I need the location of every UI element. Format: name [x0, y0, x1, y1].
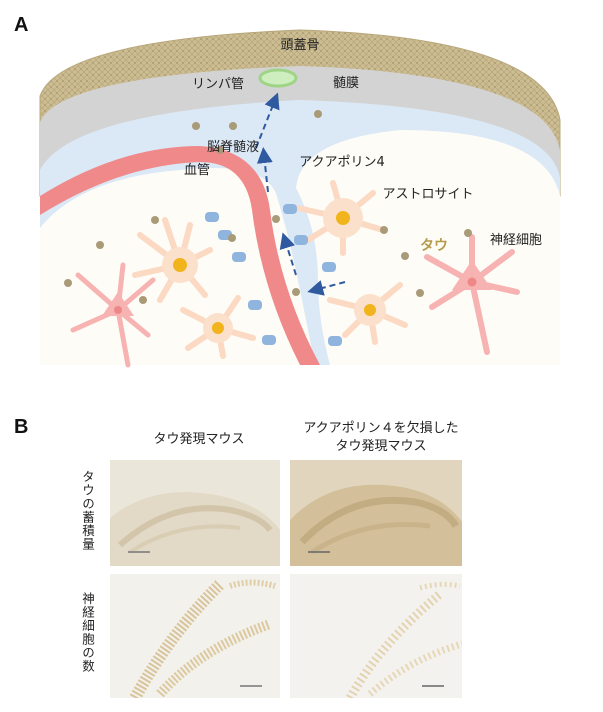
label-neuron: 神経細胞	[490, 233, 542, 248]
micrograph-tau-wt-accumulation	[110, 460, 280, 566]
column-label-aqp4-ko-line2: タウ発現マウス	[335, 439, 427, 454]
row-label-neuron-count: 神経細胞の数	[80, 592, 95, 673]
label-lymph: リンパ管	[192, 77, 244, 92]
label-aqp4: アクアポリン4	[299, 155, 385, 170]
row-label-tau-accumulation: タウの蓄積量	[80, 470, 95, 551]
panel-a-letter: A	[14, 14, 29, 36]
label-skull: 頭蓋骨	[280, 38, 319, 53]
panel-b-letter: B	[14, 416, 29, 438]
lymph-vessel	[258, 68, 298, 88]
label-vessel: 血管	[184, 163, 210, 178]
micrograph-tau-aqp4ko-accumulation	[290, 460, 462, 566]
tau-dots	[64, 110, 472, 304]
label-meninges: 髄膜	[333, 76, 359, 91]
column-label-aqp4-ko: アクアポリン４を欠損した タウ発現マウス	[286, 420, 476, 456]
label-astro: アストロサイト	[382, 187, 473, 202]
astrocytes	[132, 180, 408, 359]
label-tau: タウ	[420, 238, 448, 254]
column-label-aqp4-ko-line1: アクアポリン４を欠損した	[303, 421, 459, 436]
column-label-tau-mouse: タウ発現マウス	[153, 432, 245, 447]
flow-arrows	[255, 92, 346, 296]
blood-vessel	[40, 146, 320, 365]
neurons	[70, 234, 520, 368]
label-csf: 脳脊髄液	[207, 140, 259, 155]
panel-a-diagram: 頭蓋骨 リンパ管 髄膜 脳脊髄液 血管 アクアポリン4 アストロサイト タウ 神…	[39, 29, 561, 368]
micrograph-tau-aqp4ko-neurons	[290, 574, 462, 698]
micrograph-tau-wt-neurons	[110, 574, 280, 698]
